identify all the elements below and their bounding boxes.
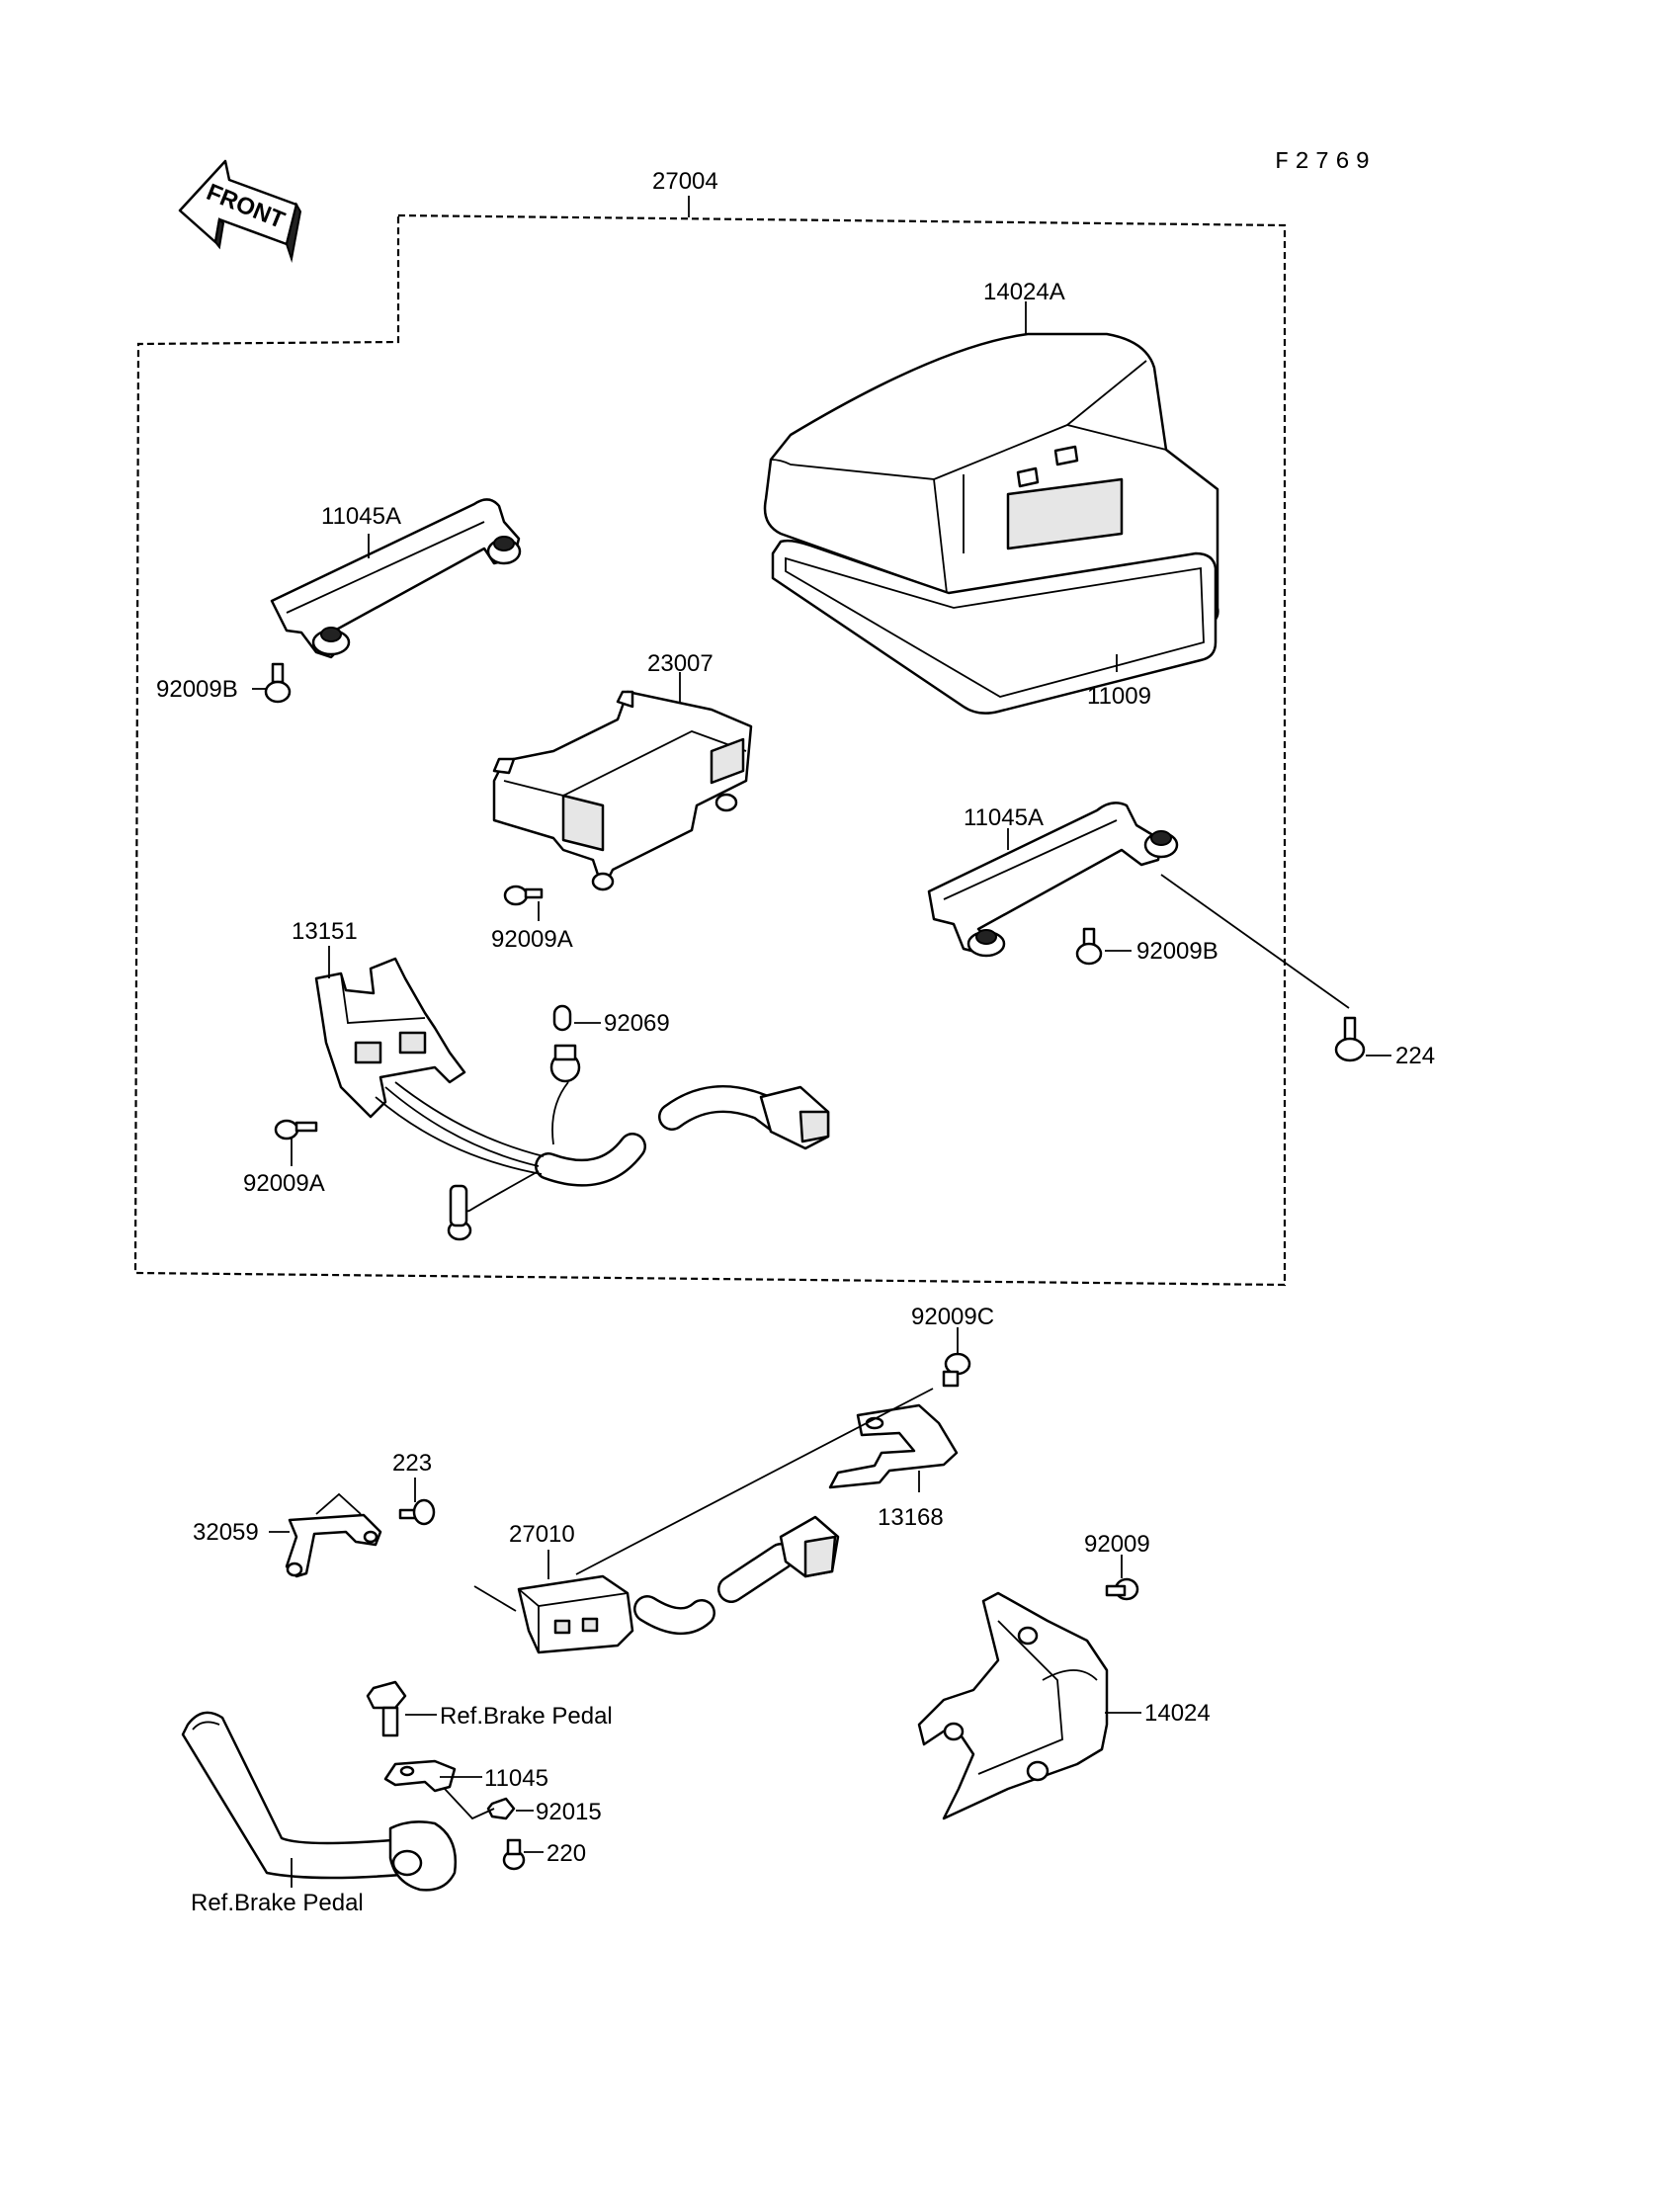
figure-id: F2769 [1275, 149, 1376, 176]
bracket-11045A-left [270, 498, 522, 659]
bolt-92009A-center [503, 885, 544, 906]
label-11045A-left: 11045A [321, 503, 401, 530]
label-ref-brake-pedal-2: Ref.Brake Pedal [191, 1890, 364, 1916]
bolt-92009 [1105, 1577, 1139, 1601]
assembly-outline [133, 213, 1287, 1287]
nut-92015 [486, 1797, 516, 1820]
label-ref-brake-pedal-1: Ref.Brake Pedal [440, 1703, 613, 1730]
bracket-11045A-right [927, 802, 1179, 958]
bolt-223 [398, 1498, 436, 1526]
bolt-92009A-left [274, 1119, 318, 1141]
front-arrow-icon: FRONT [178, 159, 302, 263]
label-23007: 23007 [647, 650, 714, 677]
label-92009A-center: 92009A [491, 926, 573, 953]
label-92009: 92009 [1084, 1531, 1150, 1558]
label-92009A-left: 92009A [243, 1170, 325, 1197]
label-27010: 27010 [509, 1521, 575, 1548]
label-224: 224 [1395, 1043, 1435, 1069]
bolt-92009B-left [264, 662, 292, 704]
bracket-11045 [383, 1759, 457, 1793]
brake-pedal-lever [181, 1711, 458, 1892]
harness-13151 [314, 957, 830, 1241]
bolt-92009B-right [1075, 927, 1103, 966]
label-13151: 13151 [292, 918, 358, 945]
label-92015: 92015 [536, 1799, 602, 1825]
label-92009B-left: 92009B [156, 676, 238, 703]
label-14024: 14024 [1144, 1700, 1211, 1727]
label-92069: 92069 [604, 1010, 670, 1037]
bolt-224 [1334, 1016, 1366, 1062]
bulb-92069 [552, 1004, 572, 1032]
label-92009B-right: 92009B [1136, 938, 1218, 965]
gasket-11009 [771, 539, 1218, 715]
bracket-32059 [285, 1513, 382, 1578]
label-14024A: 14024A [983, 279, 1065, 305]
bolt-92009C [942, 1352, 971, 1388]
bolt-ref-brake-pedal [366, 1680, 407, 1737]
label-220: 220 [546, 1840, 586, 1867]
label-92009C: 92009C [911, 1304, 994, 1330]
label-27004: 27004 [652, 168, 718, 195]
label-11045: 11045 [484, 1765, 548, 1792]
switch-27010 [473, 1515, 840, 1654]
holder-23007 [492, 690, 753, 891]
bolt-220 [502, 1838, 526, 1871]
label-32059: 32059 [193, 1519, 259, 1546]
bracket-13168 [828, 1403, 959, 1489]
label-11045A-right: 11045A [964, 804, 1044, 831]
label-11009: 11009 [1087, 683, 1151, 710]
guard-14024 [917, 1591, 1109, 1820]
label-13168: 13168 [878, 1504, 944, 1531]
label-223: 223 [392, 1450, 432, 1477]
